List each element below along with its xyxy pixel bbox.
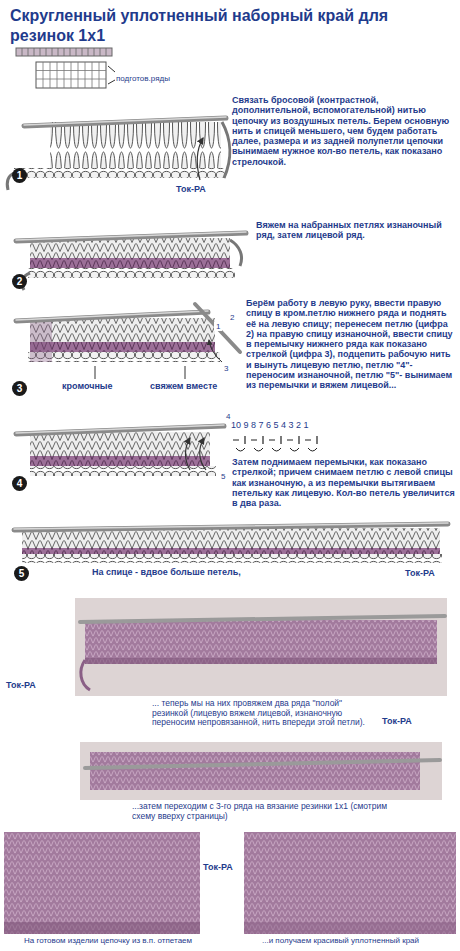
photo-caption: ...затем переходим с 3-го ряда на вязани… [130, 802, 394, 821]
callout-number: 5 [219, 472, 227, 481]
callout-number: 2 [228, 313, 236, 322]
watermark: Ток-РА [203, 862, 233, 872]
watermark: Ток-РА [176, 184, 206, 194]
step-number: 1 [17, 171, 23, 181]
step-number: 2 [17, 277, 23, 287]
photo-caption: ... теперь мы на них провяжем два ряда "… [150, 699, 376, 728]
step-number: 5 [19, 569, 25, 579]
step-number-circle: 3 [12, 381, 27, 396]
watermark: Ток-РА [380, 716, 414, 726]
callout-number: 3 [222, 364, 230, 373]
part-label: кромочные [62, 381, 113, 391]
stitch-numbers: 10 9 8 7 6 5 4 3 2 1 [231, 420, 309, 430]
callout-number: 4 [224, 412, 232, 421]
part-label: подготов.ряды [116, 74, 170, 83]
page-title: Скругленный уплотненный наборный край дл… [10, 6, 450, 46]
step-number-circle: 2 [12, 274, 27, 289]
note-text: Вяжем на набранных петлях изнаночный ряд… [256, 220, 451, 241]
callout-number: 1 [214, 322, 222, 331]
part-label: свяжем вместе [150, 381, 217, 391]
step-number: 4 [17, 479, 23, 489]
step-number-circle: 4 [12, 476, 27, 491]
watermark: Ток-РА [6, 680, 36, 690]
note-text: Связать бросовой (контрастной, дополните… [232, 95, 454, 167]
watermark: Ток-РА [405, 568, 435, 578]
note-text: Затем поднимаем перемычки, как показано … [232, 457, 455, 508]
step-number: 3 [17, 384, 23, 394]
photo-caption: ...и получаем красивый уплотненный край [262, 936, 419, 945]
photo-caption: На готовом изделии цепочку из в.п. отпет… [24, 936, 192, 945]
note-text: На спице - вдвое больше петель, [92, 567, 241, 577]
step-number-circle: 5 [14, 566, 29, 581]
note-text: Берём работу в левую руку, ввести правую… [246, 298, 456, 390]
step-number-circle: 1 [12, 168, 27, 183]
